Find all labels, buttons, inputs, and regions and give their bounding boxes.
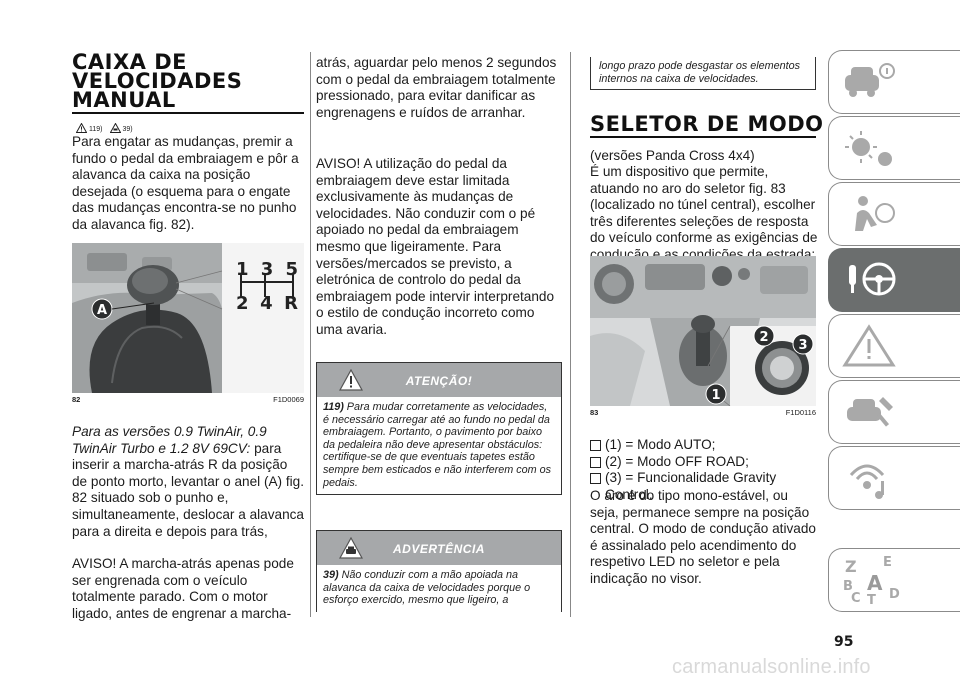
- section-title-mode-selector: SELETOR DE MODO: [590, 112, 824, 136]
- warning-triangle-icon: [339, 369, 363, 391]
- figure-83: 1 2 3 83 F1D0116: [590, 256, 816, 417]
- figure-number: 83: [590, 408, 599, 417]
- title-rule: [72, 112, 304, 114]
- mode-list: (1) = Modo AUTO; (2) = Modo OFF ROAD; (3…: [590, 437, 818, 503]
- gear-5: 5: [285, 259, 298, 280]
- warning-box: ATENÇÃO! 119) Para mudar corretamente as…: [316, 362, 562, 496]
- watermark: carmanualsonline.info: [672, 656, 871, 678]
- reverse-gear-continued: atrás, aguardar pelo menos 2 segundos co…: [316, 55, 557, 120]
- versions-line: (versões Panda Cross 4x4): [590, 148, 755, 163]
- tab-multimedia[interactable]: [828, 446, 960, 510]
- tab-maintenance[interactable]: [828, 380, 960, 444]
- figure-83-caption: 83 F1D0116: [590, 406, 816, 417]
- selector-description: É um dispositivo que permite, atuando no…: [590, 164, 818, 262]
- callout-2: 2: [759, 330, 768, 345]
- figure-number: 82: [72, 395, 81, 404]
- index-icon: Z E A B C T D: [843, 555, 900, 608]
- warning-number: 119): [323, 401, 344, 413]
- warning-box-header: ATENÇÃO!: [317, 363, 561, 397]
- car-notice-icon: [109, 123, 121, 133]
- reference-119: 119): [76, 123, 103, 133]
- warning-text: 119) Para mudar corretamente as velocida…: [323, 401, 552, 489]
- warning-title: ATENÇÃO!: [405, 374, 473, 388]
- tab-driving[interactable]: [828, 248, 960, 312]
- warning-references: 119) 39): [76, 119, 133, 133]
- tab-warning[interactable]: [828, 314, 960, 378]
- notice-box-continued: longo prazo pode desgastar os elementos …: [590, 57, 816, 91]
- ring-description: O aro é do tipo mono-estável, ou seja, p…: [590, 488, 816, 586]
- figure-code: F1D0069: [273, 395, 304, 404]
- driving-icon: [849, 262, 896, 296]
- gear-gate: [240, 273, 294, 297]
- gear-lever-illustration: A: [72, 243, 304, 393]
- bullet-box-icon: [590, 456, 601, 468]
- figure-82-caption: 82 F1D0069: [72, 393, 304, 404]
- lights-icon: [845, 131, 892, 166]
- reverse-gear-instructions: para inserir a marcha-atrás R da posição…: [72, 440, 304, 539]
- section-title-manual-gearbox: CAIXA DE VELOCIDADES MANUAL: [72, 50, 243, 112]
- list-item: (2) = Modo OFF ROAD;: [590, 454, 818, 471]
- title-rule: [590, 136, 816, 138]
- tab-safety[interactable]: [828, 182, 960, 246]
- mode-selector-illustration: 1 2 3: [590, 256, 816, 406]
- figure-code: F1D0116: [785, 408, 816, 417]
- twinair-paragraph: Para as versões 0.9 TwinAir, 0.9 TwinAir…: [72, 424, 304, 540]
- figure-82: A 1 3 5 2 4 R: [72, 243, 304, 404]
- gear-pattern: 1 3 5 2 4 R: [236, 261, 298, 313]
- gear-4: 4: [260, 293, 273, 314]
- maintenance-icon: [847, 397, 893, 427]
- warning-triangle-icon: [842, 324, 896, 367]
- notice-box: ADVERTÊNCIA 39) Não conduzir com a mão a…: [316, 530, 562, 612]
- column-separator: [310, 52, 311, 617]
- list-item: (1) = Modo AUTO;: [590, 437, 818, 454]
- page-number: 95: [834, 634, 854, 650]
- list-item: (3) = Funcionalidade Gravity Control.: [590, 470, 818, 503]
- gear-lever-image: A 1 3 5 2 4 R: [72, 243, 304, 393]
- reference-39: 39): [109, 123, 133, 133]
- callout-1: 1: [711, 388, 720, 403]
- callout-3: 3: [798, 338, 807, 353]
- reverse-gear-notice: AVISO! A marcha-atrás apenas pode ser en…: [72, 556, 294, 621]
- gear-1: 1: [236, 259, 249, 280]
- multimedia-icon: [849, 464, 885, 499]
- bullet-box-icon: [590, 473, 601, 485]
- car-notice-icon: [339, 537, 363, 559]
- bullet-box-icon: [590, 440, 601, 451]
- gear-r: R: [284, 293, 298, 314]
- notice-title: ADVERTÊNCIA: [393, 542, 485, 556]
- tab-car-info[interactable]: [828, 50, 960, 114]
- notice-text: 39) Não conduzir com a mão apoiada na al…: [323, 569, 531, 607]
- notice-box-header: ADVERTÊNCIA: [317, 531, 561, 565]
- warning-triangle-icon: [76, 123, 87, 133]
- gear-2: 2: [236, 293, 249, 314]
- intro-paragraph: Para engatar as mudanças, premir a fundo…: [72, 134, 299, 232]
- callout-a: A: [97, 303, 107, 318]
- versions-lead: Para as versões 0.9 TwinAir, 0.9 TwinAir…: [72, 424, 267, 456]
- car-info-icon: [845, 63, 895, 97]
- mode-selector-image: 1 2 3: [590, 256, 816, 406]
- tab-lights[interactable]: [828, 116, 960, 180]
- safety-airbag-icon: [855, 196, 895, 231]
- tab-index[interactable]: Z E A B C T D: [828, 548, 960, 612]
- clutch-notice-paragraph: AVISO! A utilização do pedal da embraiag…: [316, 156, 555, 337]
- gear-3: 3: [260, 259, 274, 280]
- notice-number: 39): [323, 569, 339, 581]
- column-separator: [570, 52, 571, 617]
